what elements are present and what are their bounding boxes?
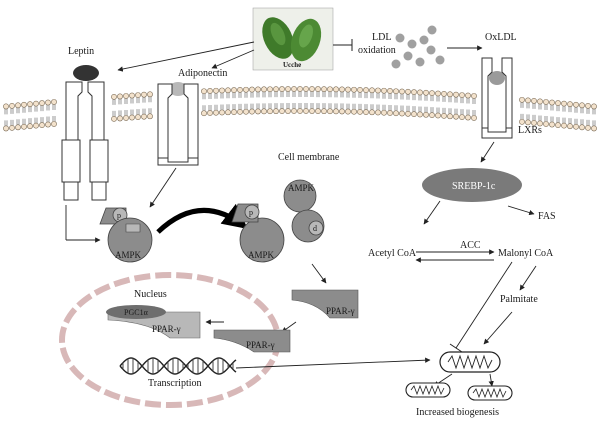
arrow-ampk-to-ppar [311, 263, 327, 284]
ampk-complex-right: p d [231, 179, 325, 263]
palmitate-label: Palmitate [500, 294, 538, 305]
dna-helix [119, 357, 237, 375]
d-label-right: d [313, 224, 317, 233]
cell-membrane [3, 86, 597, 132]
acetyl-coa-label: Acetyl CoA [368, 248, 417, 259]
pgc1a-label: PGC1α [124, 308, 149, 317]
ppar-nucleus-free [213, 329, 291, 353]
adiponectin-receptor [157, 82, 199, 166]
mitochondrion-right [467, 385, 513, 401]
cell-membrane-label: Cell membrane [278, 152, 340, 163]
ampk-complex-left: p [99, 207, 153, 263]
nucleus-label: Nucleus [134, 289, 167, 300]
ampk-left-label: AMPK [115, 250, 142, 260]
ampk-right-bottom-label: AMPK [248, 250, 275, 260]
leptin-receptor [61, 65, 109, 201]
mitochondrion-left [405, 382, 451, 398]
arrow-malonyl-to-palmitate [519, 265, 537, 291]
arrow-to-leptin [117, 41, 255, 72]
ldl-particles [391, 25, 445, 69]
ppar-cytoplasm [291, 289, 359, 319]
plant-caption: Ucche [283, 61, 301, 69]
transcription-label: Transcription [148, 378, 202, 389]
pgc1a-shape [106, 305, 166, 319]
ppar-nucleus-bound-label: PPAR-γ [152, 324, 181, 334]
bitter-gourd-image: Ucche [252, 7, 334, 71]
oxldl-label: OxLDL [485, 32, 517, 43]
lxrs-label: LXRs [518, 125, 542, 136]
srebp-ellipse [422, 168, 522, 202]
ampk-right-top-label: AMPK [288, 183, 315, 193]
increased-biogenesis-label: Increased biogenesis [416, 407, 499, 418]
leptin-label: Leptin [68, 46, 94, 57]
adiponectin-label: Adiponectin [178, 68, 227, 79]
srebp-label: SREBP-1c [452, 181, 496, 192]
arrow-to-adiponectin [211, 49, 255, 69]
p-label-left: p [117, 211, 121, 220]
mitochondrion-main [439, 351, 501, 373]
ldl-label: LDL [372, 32, 391, 43]
arrow-transcription-to-mitochondria [235, 357, 431, 369]
malonyl-coa-label: Malonyl CoA [498, 248, 554, 259]
arrow-srebp-to-acetylcoa [423, 200, 441, 225]
fas-label: FAS [538, 211, 556, 222]
ppar-cytoplasm-label: PPAR-γ [326, 306, 355, 316]
arrow-mito-to-right [488, 373, 494, 387]
oxldl-ligand [489, 71, 505, 85]
mitochondria-group [405, 351, 513, 401]
ppar-nucleus-free-label: PPAR-γ [246, 340, 275, 350]
inhibit-malonyl-to-mitochondria [455, 261, 513, 349]
leptin-ligand [73, 65, 99, 81]
arrow-lxr-to-srebp [480, 141, 495, 163]
adiponectin-ligand [169, 82, 187, 96]
arrow-adiponectin-to-ampk [149, 167, 177, 208]
arrow-palmitate-to-mitochondria [483, 311, 513, 345]
arrow-srebp-to-fas [507, 205, 535, 216]
lxr-receptor [481, 57, 513, 139]
p-label-right: p [249, 208, 253, 217]
oxidation-label: oxidation [358, 45, 396, 56]
activation-arrow [156, 203, 248, 234]
acc-label: ACC [460, 240, 481, 251]
